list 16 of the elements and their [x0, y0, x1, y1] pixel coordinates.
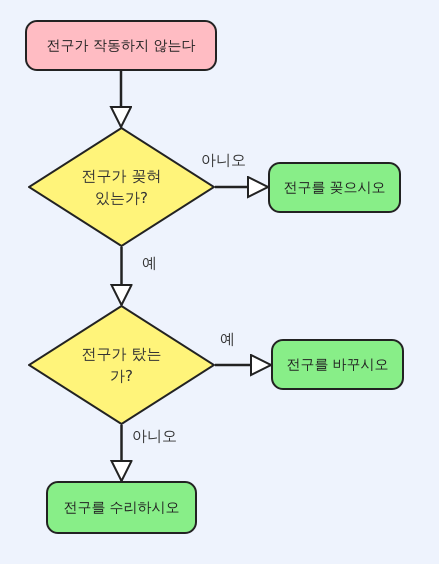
- action-box: 전구를 바꾸시오: [271, 339, 404, 390]
- arrow: [215, 176, 269, 198]
- start-box: 전구가 작동하지 않는다: [25, 20, 217, 71]
- question-text: 전구가 탔는가?: [80, 344, 162, 387]
- question-text: 전구가 꽂혀있는가?: [80, 166, 162, 209]
- edge-label: 아니오: [131, 427, 178, 446]
- action-box: 전구를 꽂으시오: [268, 162, 401, 213]
- arrow: [110, 247, 132, 306]
- decision-diamond: [28, 305, 215, 425]
- action-box: 전구를 수리하시오: [46, 481, 197, 534]
- edge-label: 예: [219, 330, 236, 349]
- arrow: [110, 425, 132, 482]
- arrow: [215, 354, 272, 376]
- arrow: [110, 71, 132, 128]
- edge-label: 아니오: [200, 151, 247, 170]
- edge-label: 예: [141, 254, 158, 273]
